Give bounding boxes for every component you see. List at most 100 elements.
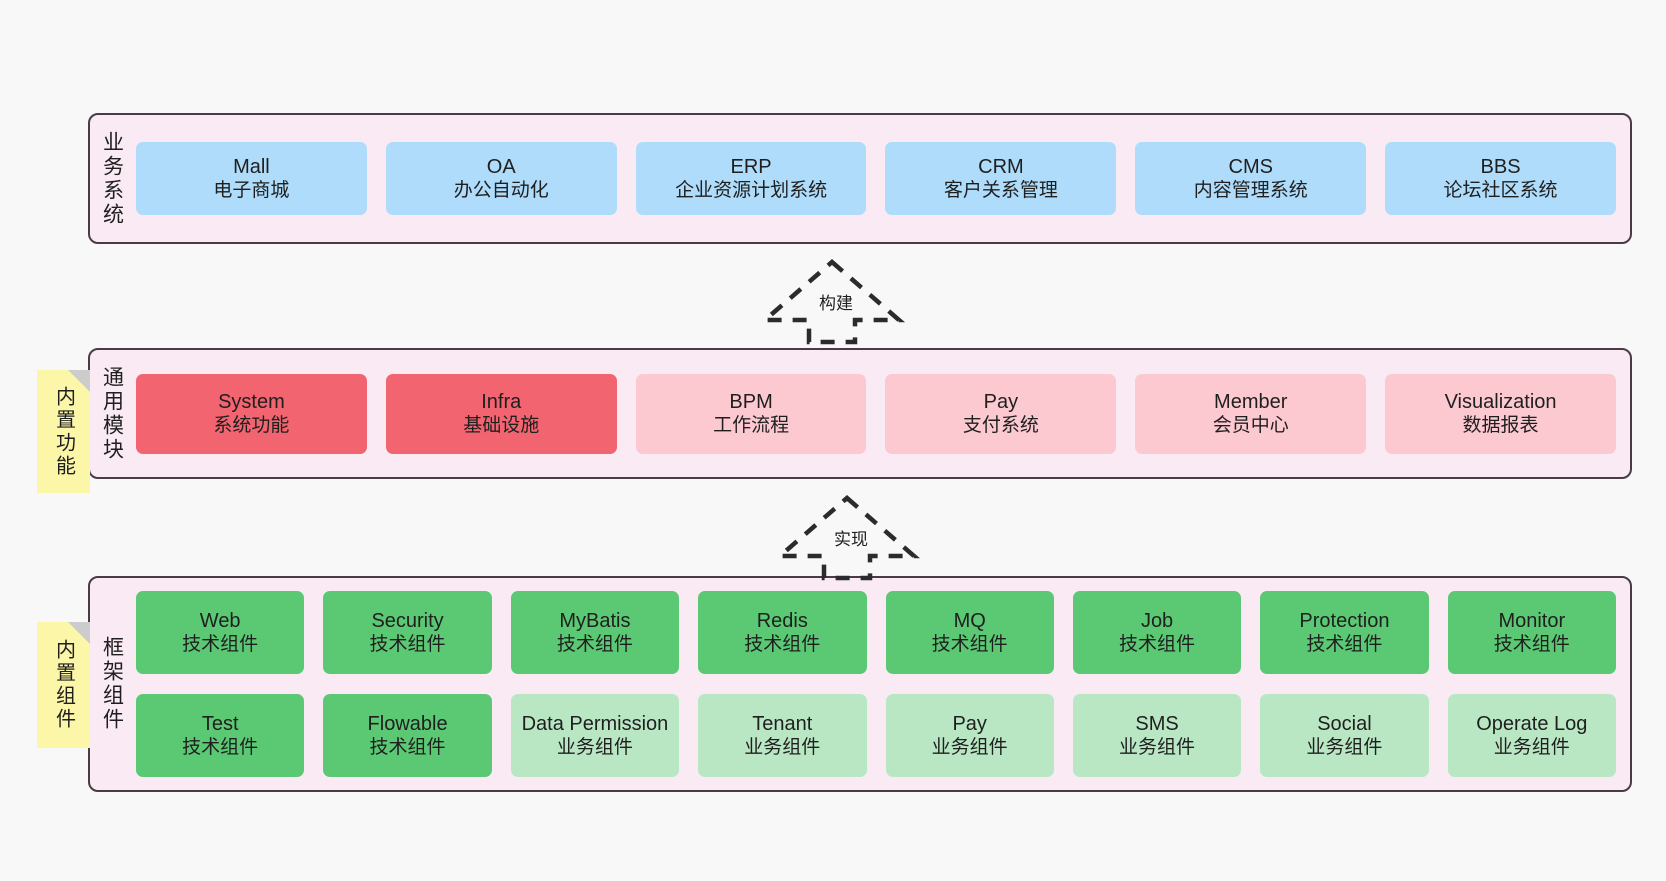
node-job[interactable]: Job 技术组件 <box>1072 591 1242 674</box>
node-member[interactable]: Member 会员中心 <box>1135 373 1367 454</box>
node-crm-desc: 客户关系管理 <box>943 180 1058 202</box>
layer-title-framework-component: 框架组件 <box>100 636 124 732</box>
node-bbs[interactable]: BBS 论坛社区系统 <box>1385 142 1616 215</box>
node-bpm-desc: 工作流程 <box>713 415 790 437</box>
node-job-name: Job <box>1140 609 1174 632</box>
node-system-desc: 系统功能 <box>213 415 290 437</box>
node-security-name: Security <box>371 609 444 632</box>
node-cms[interactable]: CMS 内容管理系统 <box>1135 142 1367 215</box>
node-member-desc: 会员中心 <box>1212 415 1289 437</box>
node-pay-component[interactable]: Pay 业务组件 <box>885 694 1054 777</box>
node-mybatis-desc: 技术组件 <box>556 634 633 656</box>
connector-implement: 实现 <box>772 492 922 582</box>
node-monitor-name: Monitor <box>1498 609 1566 632</box>
connector-implement-label: 实现 <box>834 530 868 549</box>
node-protection-name: Protection <box>1299 609 1390 632</box>
node-infra-desc: 基础设施 <box>463 415 540 437</box>
node-mq[interactable]: MQ 技术组件 <box>885 591 1054 674</box>
node-pay-module-name: Pay <box>983 390 1019 413</box>
node-oa-name: OA <box>486 155 516 178</box>
node-flowable-name: Flowable <box>367 712 448 735</box>
node-protection[interactable]: Protection 技术组件 <box>1260 591 1429 674</box>
node-sms[interactable]: SMS 业务组件 <box>1072 694 1242 777</box>
node-mq-desc: 技术组件 <box>931 634 1008 656</box>
node-cms-name: CMS <box>1228 155 1273 178</box>
node-tenant[interactable]: Tenant 业务组件 <box>698 694 867 777</box>
node-mall[interactable]: Mall 电子商城 <box>136 142 367 215</box>
node-cms-desc: 内容管理系统 <box>1193 180 1308 202</box>
layer1-row: Mall 电子商城 OA 办公自动化 ERP 企业资源计划系统 CRM 客户关系… <box>136 142 1616 215</box>
layer-title-common-module: 通用模块 <box>100 365 124 462</box>
dashed-hollow-arrow-icon <box>773 495 921 581</box>
node-monitor[interactable]: Monitor 技术组件 <box>1447 591 1616 674</box>
node-security[interactable]: Security 技术组件 <box>323 591 492 674</box>
note-builtin-components-label: 内置组件 <box>52 639 75 731</box>
node-oa[interactable]: OA 办公自动化 <box>385 142 617 215</box>
layer3-row-business: Test 技术组件 Flowable 技术组件 Data Permission … <box>136 694 1616 777</box>
node-oa-desc: 办公自动化 <box>453 180 549 202</box>
node-mybatis[interactable]: MyBatis 技术组件 <box>510 591 680 674</box>
node-redis-desc: 技术组件 <box>744 634 821 656</box>
node-bpm[interactable]: BPM 工作流程 <box>635 373 867 454</box>
node-pay-component-name: Pay <box>952 712 987 735</box>
node-pay-component-desc: 业务组件 <box>931 737 1008 759</box>
layer2-row: System 系统功能 Infra 基础设施 BPM 工作流程 Pay 支付系统… <box>136 373 1616 454</box>
node-web[interactable]: Web 技术组件 <box>136 591 305 674</box>
connector-build: 构建 <box>757 256 907 346</box>
node-tenant-name: Tenant <box>752 712 813 735</box>
node-job-desc: 技术组件 <box>1119 634 1196 656</box>
node-mall-desc: 电子商城 <box>213 180 290 202</box>
node-test-name: Test <box>201 712 239 735</box>
node-tenant-desc: 业务组件 <box>744 737 821 759</box>
node-data-permission-desc: 业务组件 <box>556 737 633 759</box>
node-pay-module[interactable]: Pay 支付系统 <box>885 373 1117 454</box>
node-redis[interactable]: Redis 技术组件 <box>698 591 867 674</box>
node-social-desc: 业务组件 <box>1306 737 1383 759</box>
node-infra[interactable]: Infra 基础设施 <box>385 373 617 454</box>
node-erp-name: ERP <box>730 155 772 178</box>
node-system-name: System <box>218 390 285 413</box>
node-sms-desc: 业务组件 <box>1119 737 1196 759</box>
dashed-hollow-arrow-icon <box>758 259 906 345</box>
node-bbs-name: BBS <box>1480 155 1521 178</box>
node-erp[interactable]: ERP 企业资源计划系统 <box>635 142 867 215</box>
layer-body-business-system: Mall 电子商城 OA 办公自动化 ERP 企业资源计划系统 CRM 客户关系… <box>134 115 1630 242</box>
node-member-name: Member <box>1214 390 1288 413</box>
note-builtin-features-label: 内置功能 <box>52 385 75 478</box>
node-protection-desc: 技术组件 <box>1306 634 1383 656</box>
node-pay-module-desc: 支付系统 <box>962 415 1039 437</box>
layer-business-system: 业务系统 Mall 电子商城 OA 办公自动化 ERP 企业资源计划系统 CRM… <box>88 113 1632 244</box>
layer-framework-component: 框架组件 Web 技术组件 Security 技术组件 MyBatis 技术组件… <box>88 576 1632 792</box>
node-flowable-desc: 技术组件 <box>369 737 446 759</box>
node-visualization-desc: 数据报表 <box>1462 415 1539 437</box>
node-monitor-desc: 技术组件 <box>1493 634 1570 656</box>
node-visualization[interactable]: Visualization 数据报表 <box>1385 373 1616 454</box>
node-visualization-name: Visualization <box>1444 390 1557 413</box>
node-crm[interactable]: CRM 客户关系管理 <box>885 142 1117 215</box>
node-bbs-desc: 论坛社区系统 <box>1443 180 1558 202</box>
layer3-row-tech: Web 技术组件 Security 技术组件 MyBatis 技术组件 Redi… <box>136 591 1616 674</box>
node-social[interactable]: Social 业务组件 <box>1260 694 1429 777</box>
node-mall-name: Mall <box>233 155 270 178</box>
node-test-desc: 技术组件 <box>182 737 259 759</box>
node-test[interactable]: Test 技术组件 <box>136 694 305 777</box>
node-sms-name: SMS <box>1135 712 1179 735</box>
node-web-desc: 技术组件 <box>182 634 259 656</box>
node-operate-log-name: Operate Log <box>1476 712 1588 735</box>
note-builtin-components: 内置组件 <box>37 622 90 748</box>
node-security-desc: 技术组件 <box>369 634 446 656</box>
node-bpm-name: BPM <box>729 390 773 413</box>
node-system[interactable]: System 系统功能 <box>136 373 367 454</box>
note-builtin-features: 内置功能 <box>37 370 90 493</box>
node-crm-name: CRM <box>978 155 1024 178</box>
node-flowable[interactable]: Flowable 技术组件 <box>323 694 492 777</box>
node-mq-name: MQ <box>953 609 986 632</box>
layer-title-business-system: 业务系统 <box>100 130 124 227</box>
node-erp-desc: 企业资源计划系统 <box>675 180 828 202</box>
node-operate-log[interactable]: Operate Log 业务组件 <box>1447 694 1616 777</box>
node-redis-name: Redis <box>756 609 808 632</box>
node-data-permission-name: Data Permission <box>521 712 669 735</box>
layer-body-common-module: System 系统功能 Infra 基础设施 BPM 工作流程 Pay 支付系统… <box>134 350 1630 477</box>
node-web-name: Web <box>199 609 241 632</box>
node-data-permission[interactable]: Data Permission 业务组件 <box>510 694 680 777</box>
